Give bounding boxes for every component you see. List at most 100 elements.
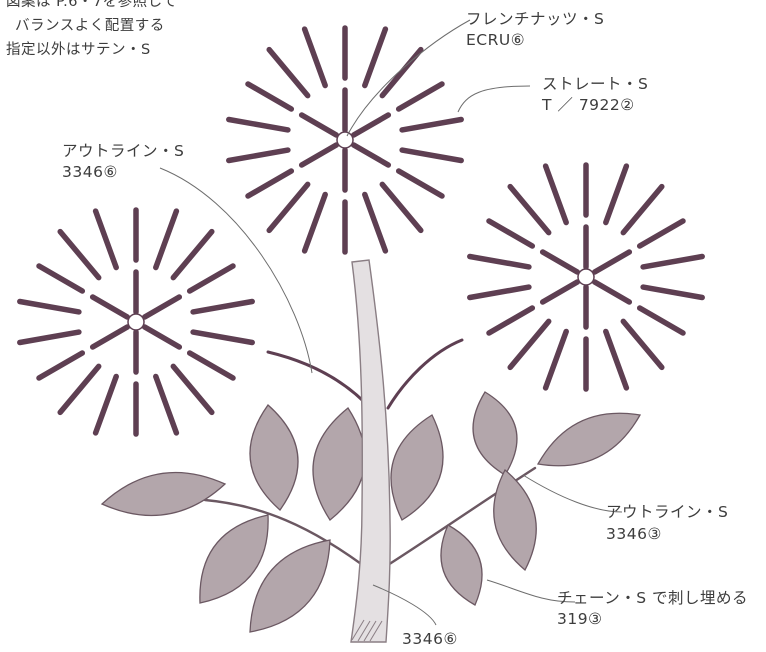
leaf	[199, 514, 269, 604]
ray-dash	[57, 228, 102, 281]
ray-dash	[36, 263, 86, 294]
leaves	[100, 391, 642, 633]
ray-dash	[395, 81, 445, 112]
ray-dash	[507, 183, 552, 236]
french-knot-center	[336, 131, 354, 149]
ray-dash	[266, 46, 311, 99]
note-balance-layout: バランスよく配置する	[15, 18, 165, 34]
ray-dash	[186, 263, 236, 294]
ray-dash	[486, 305, 536, 336]
leader-chain	[486, 579, 576, 603]
label-straight-thread: T ／ 7922②	[542, 96, 635, 114]
ray-dash	[362, 26, 389, 89]
leaf	[249, 539, 331, 633]
label-french-knot-stitch: フレンチナッツ・S	[466, 10, 605, 28]
ray-dash	[266, 181, 311, 234]
ray-dash	[153, 208, 180, 271]
inner-spoke	[350, 112, 392, 138]
label-straight-stitch: ストレート・S	[542, 75, 649, 93]
inner-spoke	[141, 324, 183, 350]
stem-hatching	[351, 619, 383, 642]
label-outline-leaf-stitch: アウトライン・S	[606, 503, 729, 521]
leaf	[440, 524, 483, 606]
main-stem	[350, 259, 391, 643]
ray-dash	[379, 46, 424, 99]
ray-dash	[301, 191, 328, 254]
note-default-stitch: 指定以外はサテン・S	[6, 42, 151, 58]
right-flower	[467, 162, 705, 392]
left-flower	[17, 207, 255, 437]
ray-dash	[640, 253, 705, 270]
ray-dash	[226, 147, 291, 164]
leader-french-knot	[346, 19, 471, 137]
inner-spoke	[591, 249, 633, 275]
inner-spoke	[141, 294, 183, 320]
ray-dash	[186, 350, 236, 381]
leaf	[100, 471, 227, 517]
ray-dash	[245, 168, 295, 199]
french-knot-center	[577, 268, 595, 286]
ray-dash	[57, 363, 102, 416]
flowers	[17, 25, 705, 437]
inner-spoke	[298, 112, 340, 138]
ray-dash	[190, 329, 255, 346]
inner-spoke	[298, 142, 340, 168]
leaf	[312, 407, 366, 521]
ray-dash	[153, 373, 180, 436]
label-outline-leaf-thread: 3346③	[606, 525, 662, 543]
label-chain-stitch: チェーン・S で刺し埋める	[557, 589, 748, 607]
ray-dash	[362, 191, 389, 254]
ray-dash	[486, 218, 536, 249]
ray-dash	[399, 116, 464, 133]
ray-dash	[467, 253, 532, 270]
top-flower	[226, 25, 464, 255]
inner-spoke	[591, 279, 633, 305]
note-pattern-reference: 図案は P.6・7を参照して	[6, 0, 178, 10]
ray-dash	[542, 163, 569, 226]
inner-spoke	[539, 279, 581, 305]
french-knot-center	[127, 313, 145, 331]
ray-dash	[17, 298, 82, 315]
ray-dash	[17, 329, 82, 346]
ray-dash	[542, 328, 569, 391]
label-chain-thread: 319③	[557, 610, 603, 628]
ray-dash	[245, 81, 295, 112]
left-leaf-branch	[203, 498, 374, 574]
label-outline-flower-stitch: アウトライン・S	[62, 142, 185, 160]
leader-stem	[372, 584, 437, 626]
ray-dash	[36, 350, 86, 381]
inner-spoke	[89, 324, 131, 350]
leader-outline-leaf	[522, 474, 623, 513]
leader-lines	[159, 19, 623, 626]
leaf	[249, 404, 299, 511]
ray-dash	[620, 183, 665, 236]
inner-spoke	[89, 294, 131, 320]
ray-dash	[399, 147, 464, 164]
ray-dash	[603, 163, 630, 226]
ray-dash	[640, 284, 705, 301]
leaf	[493, 468, 537, 572]
ray-dash	[467, 284, 532, 301]
ray-dash	[92, 208, 119, 271]
leaf	[390, 414, 444, 521]
ray-dash	[301, 26, 328, 89]
inner-spoke	[350, 142, 392, 168]
ray-dash	[636, 218, 686, 249]
left-flower-stem	[266, 350, 374, 412]
ray-dash	[170, 363, 215, 416]
label-outline-flower-thread: 3346⑥	[62, 163, 118, 181]
ray-dash	[603, 328, 630, 391]
right-flower-stem	[386, 338, 464, 410]
ray-dash	[507, 318, 552, 371]
label-stem-thread: 3346⑥	[402, 630, 458, 648]
ray-dash	[620, 318, 665, 371]
leader-outline-flower	[159, 167, 313, 374]
ray-dash	[170, 228, 215, 281]
ray-dash	[190, 298, 255, 315]
leaf	[536, 412, 642, 467]
ray-dash	[226, 116, 291, 133]
leader-straight	[457, 85, 531, 113]
main-stem-body	[350, 259, 391, 643]
inner-spoke	[539, 249, 581, 275]
